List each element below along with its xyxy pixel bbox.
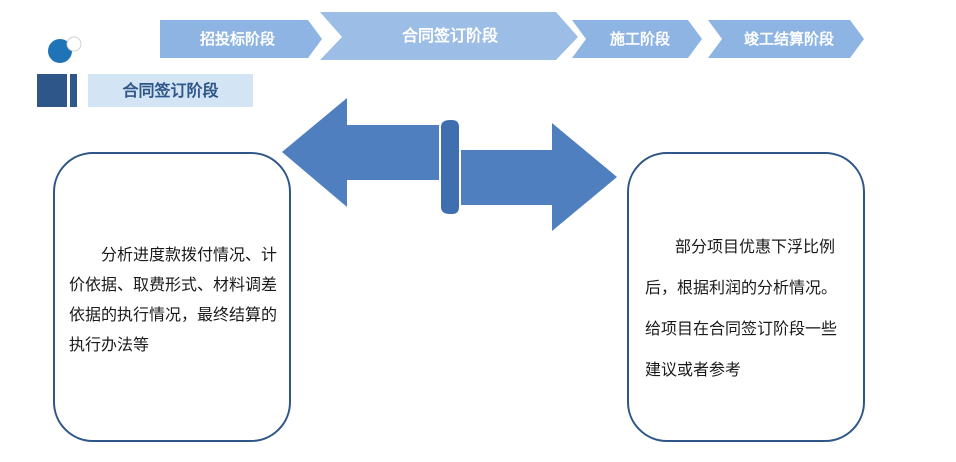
stage-label-settlement: 竣工结算阶段 [743, 30, 834, 48]
stage-label-bidding: 招投标阶段 [199, 30, 275, 48]
section-header-label: 合同签订阶段 [88, 74, 253, 107]
stage-label-contract: 合同签订阶段 [401, 26, 498, 45]
stage-chevron-contract [320, 12, 578, 60]
right-description-card: 部分项目优惠下浮比例后，根据利润的分析情况。给项目在合同签订阶段一些建议或者参考 [627, 152, 865, 442]
section-header-divider [70, 74, 77, 107]
stage-chevron-construction [572, 20, 702, 58]
left-arrow-shape [282, 98, 455, 207]
left-description-card: 分析进度款拨付情况、计价依据、取费形式、材料调差依据的执行情况，最终结算的执行办… [53, 152, 291, 442]
scroll-connector-shape [439, 118, 461, 216]
section-header-block [37, 74, 67, 107]
stage-label-construction: 施工阶段 [609, 30, 670, 48]
double-arrow-graphic [282, 98, 617, 231]
right-card-text: 部分项目优惠下浮比例后，根据利润的分析情况。给项目在合同签订阶段一些建议或者参考 [645, 237, 838, 379]
right-arrow-shape [440, 123, 617, 231]
logo-dots-icon [48, 36, 82, 63]
stage-process-bar [160, 12, 864, 60]
stage-chevron-bidding [160, 20, 322, 58]
left-card-text: 分析进度款拨付情况、计价依据、取费形式、材料调差依据的执行情况，最终结算的执行办… [69, 245, 278, 354]
stage-chevron-settlement [708, 20, 864, 58]
